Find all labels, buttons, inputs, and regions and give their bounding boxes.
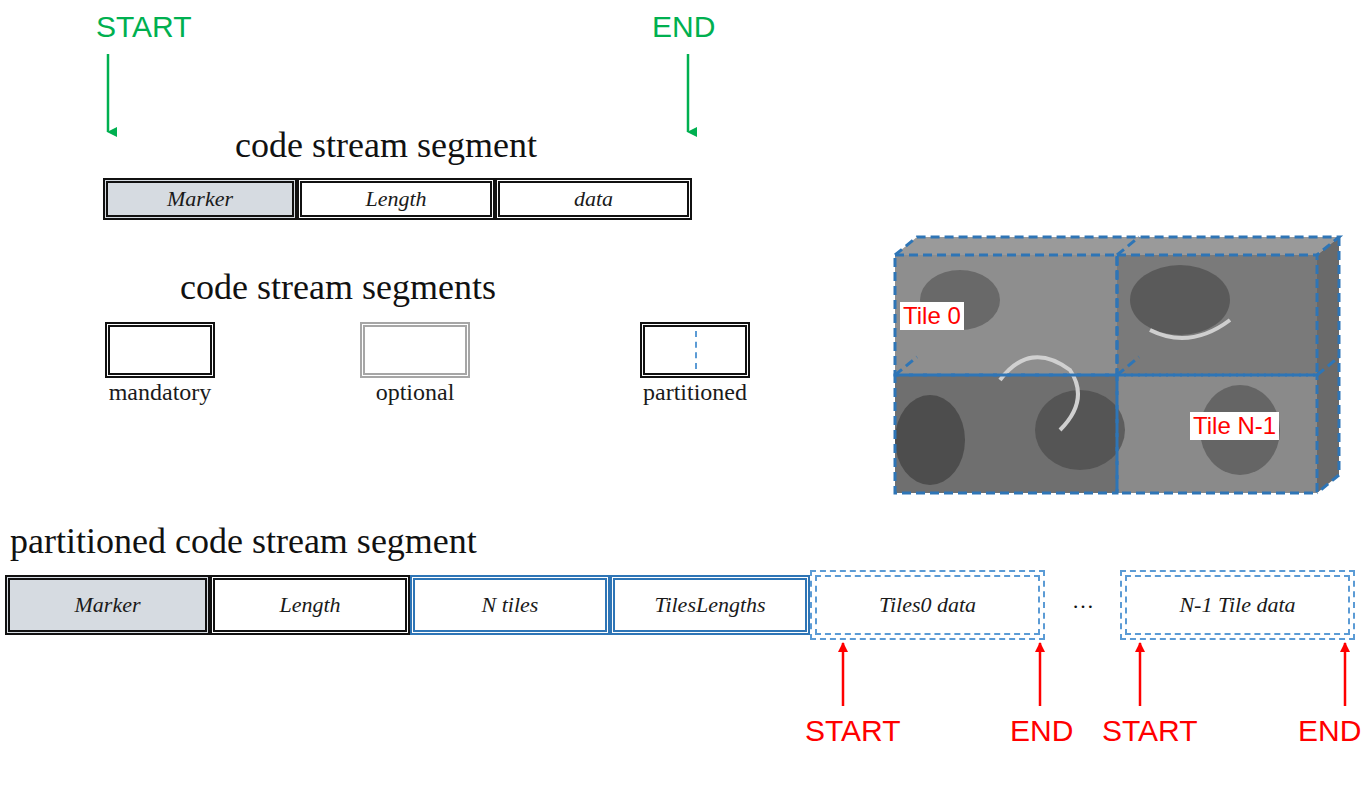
legend-caption: optional xyxy=(376,379,455,406)
legend-caption: mandatory xyxy=(109,379,212,406)
section-heading: partitioned code stream segment xyxy=(10,520,477,562)
start-arrow xyxy=(842,643,845,706)
tile-lengths-box: TilesLengths xyxy=(610,575,810,635)
partition-divider xyxy=(695,331,697,369)
section-heading: code stream segment xyxy=(235,124,537,166)
tile-label: Tile N-1 xyxy=(1190,412,1279,440)
box-text: TilesLengths xyxy=(646,592,773,618)
length-box: Length xyxy=(297,178,495,220)
start-label: START xyxy=(1102,714,1198,748)
box-text: N-1 Tile data xyxy=(1171,592,1303,618)
tile-count-box: N tiles xyxy=(410,575,610,635)
box-text: Marker xyxy=(159,186,241,212)
end-label: END xyxy=(1010,714,1073,748)
box-text: data xyxy=(566,186,621,212)
tile-label: Tile 0 xyxy=(900,302,964,330)
box-text: Marker xyxy=(67,592,149,618)
tiled-picture xyxy=(895,237,1339,493)
ellipsis: … xyxy=(1072,588,1094,614)
end-label: END xyxy=(1298,714,1361,748)
tile-data-box: Tiles0 data xyxy=(815,575,1040,635)
end-arrow xyxy=(1344,643,1347,706)
box-text: Length xyxy=(357,186,434,212)
end-arrow xyxy=(1039,643,1042,706)
section-heading: code stream segments xyxy=(180,266,496,308)
end-label: END xyxy=(652,10,715,44)
start-label: START xyxy=(96,10,192,44)
legend-box: optional xyxy=(360,322,470,378)
box-text: N tiles xyxy=(474,592,547,618)
legend-box: partitioned xyxy=(640,322,750,378)
marker-box: Marker xyxy=(103,178,297,220)
tile-data-box: N-1 Tile data xyxy=(1125,575,1350,635)
marker-box: Marker xyxy=(5,575,210,635)
start-label: START xyxy=(805,714,901,748)
start-arrow xyxy=(1139,643,1142,706)
legend-box: mandatory xyxy=(105,322,215,378)
box-text: Tiles0 data xyxy=(871,592,984,618)
length-box: Length xyxy=(210,575,410,635)
legend-caption: partitioned xyxy=(643,379,747,406)
box-text: Length xyxy=(271,592,348,618)
end-arrow xyxy=(687,54,690,132)
data-box: data xyxy=(495,178,692,220)
start-arrow xyxy=(107,54,110,132)
